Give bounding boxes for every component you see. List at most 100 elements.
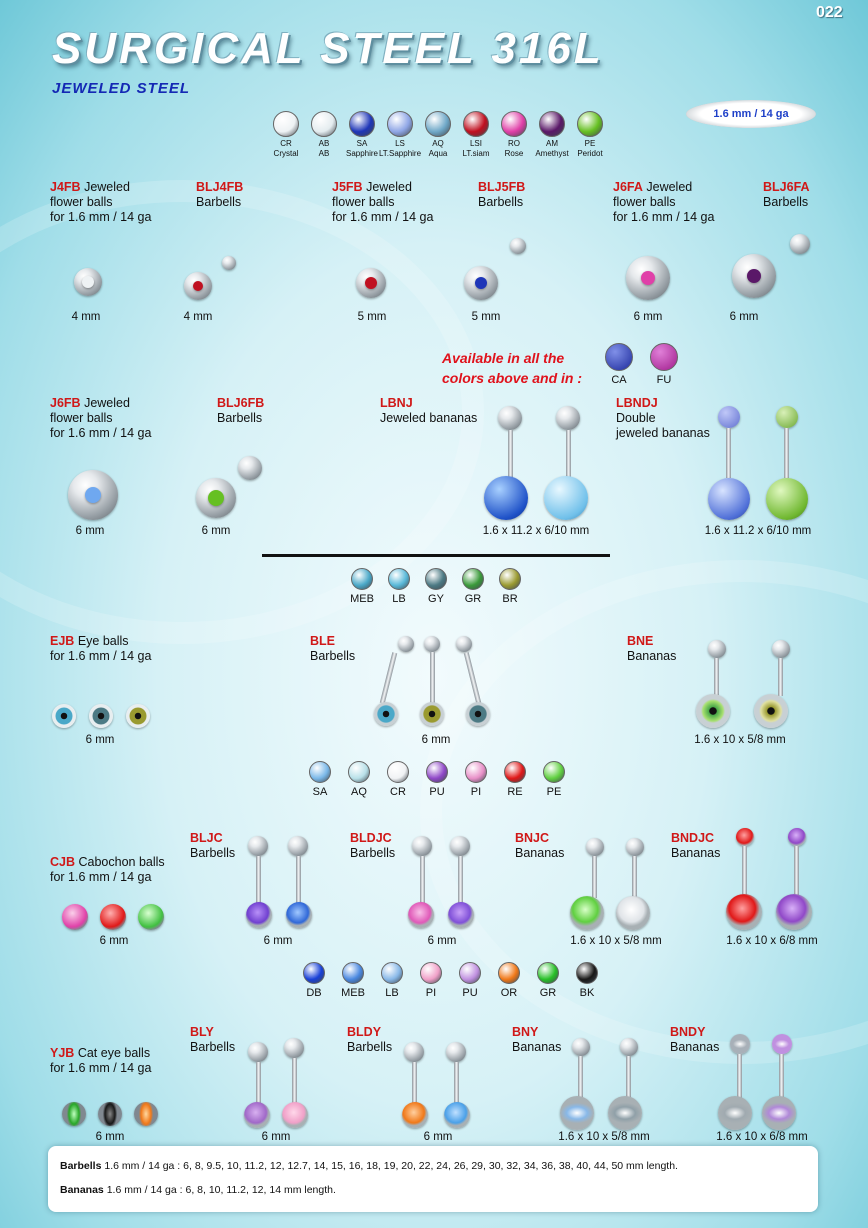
size-label: 6 mm xyxy=(95,1131,125,1143)
color-gem-icon xyxy=(273,111,299,137)
product-bne: BNE Bananas xyxy=(627,634,677,663)
cabochon-swatch-pe: PE xyxy=(532,761,576,798)
product-j4fb: J4FB Jeweled flower balls for 1.6 mm / 1… xyxy=(50,180,152,224)
page-number: 022 xyxy=(816,4,843,21)
cat-eye-swatch-lb: LB xyxy=(370,962,414,999)
size-label: 6 mm xyxy=(85,734,115,746)
cabochon-swatch-sa: SA xyxy=(298,761,342,798)
color-gem-icon xyxy=(387,111,413,137)
crystal-gem-icon xyxy=(650,343,678,371)
color-gem-icon xyxy=(348,761,370,783)
cat-eye-swatch-db: DB xyxy=(292,962,336,999)
size-label: 6 mm xyxy=(633,311,663,323)
eye-swatch-lb: LB xyxy=(377,568,421,605)
color-gem-icon xyxy=(539,111,565,137)
size-label: 1.6 x 11.2 x 6/10 mm xyxy=(704,525,812,537)
extra-color-fu: FU xyxy=(642,343,686,386)
color-gem-icon xyxy=(309,761,331,783)
color-gem-icon xyxy=(425,568,447,590)
product-lbnj: LBNJ Jeweled bananas xyxy=(380,396,478,425)
page-subtitle: JEWELED STEEL xyxy=(52,80,191,97)
length-info-box: Barbells 1.6 mm / 14 ga : 6, 8, 9.5, 10,… xyxy=(48,1146,818,1212)
bananas-lengths: Bananas 1.6 mm / 14 ga : 6, 8, 10, 11.2,… xyxy=(60,1184,336,1196)
cabochon-swatch-re: RE xyxy=(493,761,537,798)
size-label: 5 mm xyxy=(357,311,387,323)
color-gem-icon xyxy=(543,761,565,783)
color-gem-icon xyxy=(381,962,403,984)
color-gem-icon xyxy=(349,111,375,137)
size-label: 6 mm xyxy=(99,935,129,947)
eye-swatch-gy: GY xyxy=(414,568,458,605)
product-bnjc: BNJC Bananas xyxy=(515,831,565,860)
product-bndjc: BNDJC Bananas xyxy=(671,831,721,860)
size-label: 6 mm xyxy=(421,734,451,746)
product-j5fb: J5FB Jeweled flower balls for 1.6 mm / 1… xyxy=(332,180,434,224)
size-label: 6 mm xyxy=(423,1131,453,1143)
barbells-lengths: Barbells 1.6 mm / 14 ga : 6, 8, 9.5, 10,… xyxy=(60,1160,678,1172)
product-j6fa: J6FA Jeweled flower balls for 1.6 mm / 1… xyxy=(613,180,715,224)
cat-eye-swatch-meb: MEB xyxy=(331,962,375,999)
color-gem-icon xyxy=(388,568,410,590)
color-gem-icon xyxy=(311,111,337,137)
eye-swatch-br: BR xyxy=(488,568,532,605)
product-bny: BNY Bananas xyxy=(512,1025,562,1054)
color-gem-icon xyxy=(576,962,598,984)
color-gem-icon xyxy=(342,962,364,984)
size-label: 6 mm xyxy=(261,1131,291,1143)
cat-eye-swatch-gr: GR xyxy=(526,962,570,999)
product-bldjc: BLDJC Barbells xyxy=(350,831,396,860)
color-gem-icon xyxy=(501,111,527,137)
size-label: 1.6 x 10 x 6/8 mm xyxy=(726,935,818,947)
cat-eye-swatch-or: OR xyxy=(487,962,531,999)
cat-eye-swatch-pu: PU xyxy=(448,962,492,999)
size-label: 6 mm xyxy=(263,935,293,947)
product-yjb: YJB Cat eye balls for 1.6 mm / 14 ga xyxy=(50,1046,152,1075)
product-blj6fb: BLJ6FB Barbells xyxy=(217,396,265,425)
size-label: 1.6 x 10 x 5/8 mm xyxy=(558,1131,650,1143)
product-j6fb: J6FB Jeweled flower balls for 1.6 mm / 1… xyxy=(50,396,152,440)
size-label: 4 mm xyxy=(71,311,101,323)
size-label: 1.6 x 10 x 5/8 mm xyxy=(694,734,786,746)
cabochon-swatch-aq: AQ xyxy=(337,761,381,798)
product-bldy: BLDY Barbells xyxy=(347,1025,393,1054)
section-divider xyxy=(262,554,610,557)
size-label: 1.6 x 10 x 5/8 mm xyxy=(570,935,662,947)
product-lbndj: LBNDJ Double jeweled bananas xyxy=(616,396,710,440)
product-ble: BLE Barbells xyxy=(310,634,356,663)
size-label: 6 mm xyxy=(427,935,457,947)
color-gem-icon xyxy=(459,962,481,984)
product-blj4fb: BLJ4FB Barbells xyxy=(196,180,244,209)
cabochon-swatch-pi: PI xyxy=(454,761,498,798)
cat-eye-swatch-pi: PI xyxy=(409,962,453,999)
cabochon-swatch-pu: PU xyxy=(415,761,459,798)
color-gem-icon xyxy=(425,111,451,137)
available-colors-note: Available in all the colors above and in… xyxy=(442,350,583,386)
color-gem-icon xyxy=(499,568,521,590)
size-label: 5 mm xyxy=(471,311,501,323)
extra-color-ca: CA xyxy=(597,343,641,386)
product-bljc: BLJC Barbells xyxy=(190,831,236,860)
color-gem-icon xyxy=(462,568,484,590)
color-gem-icon xyxy=(504,761,526,783)
eye-swatch-gr: GR xyxy=(451,568,495,605)
size-label: 1.6 x 10 x 6/8 mm xyxy=(716,1131,808,1143)
color-gem-icon xyxy=(465,761,487,783)
color-gem-icon xyxy=(577,111,603,137)
color-gem-icon xyxy=(498,962,520,984)
color-gem-icon xyxy=(387,761,409,783)
size-label: 4 mm xyxy=(183,311,213,323)
product-cjb: CJB Cabochon balls for 1.6 mm / 14 ga xyxy=(50,855,165,884)
product-bly: BLY Barbells xyxy=(190,1025,236,1054)
product-ejb: EJB Eye balls for 1.6 mm / 14 ga xyxy=(50,634,152,663)
cat-eye-swatch-bk: BK xyxy=(565,962,609,999)
product-blj6fa: BLJ6FA Barbells xyxy=(763,180,810,209)
product-blj5fb: BLJ5FB Barbells xyxy=(478,180,526,209)
color-gem-icon xyxy=(426,761,448,783)
color-gem-icon xyxy=(463,111,489,137)
